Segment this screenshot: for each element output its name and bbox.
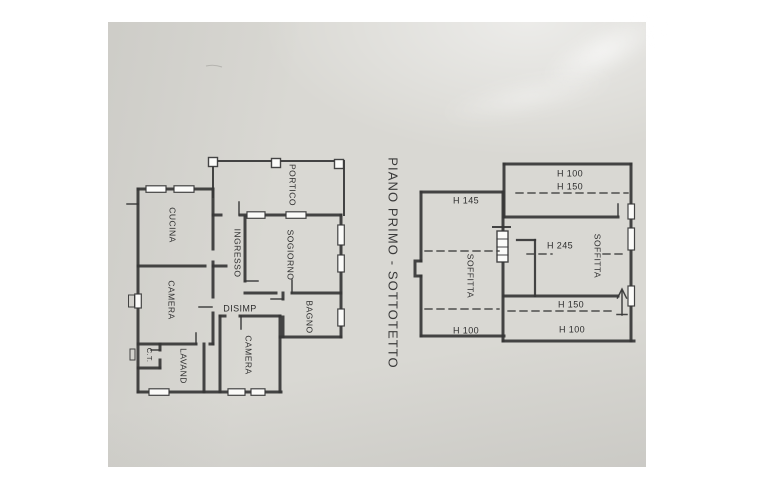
piano-primo-windows [134,185,345,396]
dim-label-h150-top: H 150 [556,181,584,192]
dim-label-h245: H 245 [546,240,574,251]
sottotetto-walls [413,162,636,343]
portico-pillars [207,156,345,170]
sottotetto-plan [413,162,636,343]
room-label-lavand: LAVAND [178,348,189,384]
piano-primo-plan [126,156,345,396]
portico-walls [212,160,345,216]
room-label-cucina: CUCINA [167,207,178,243]
sottotetto-windows [627,203,636,307]
dim-label-h100-bottom-right: H 100 [558,324,586,335]
paper-scratch [205,64,223,68]
room-label-portico: PORTICO [287,163,298,207]
dim-label-h100-top: H 100 [556,168,584,179]
stair-arrow [616,287,628,316]
plan-title: PIANO PRIMO - SOTTOTETTO [385,157,401,369]
room-label-camera-1: CAMERA [166,280,177,320]
room-label-soffitta-right: SOFFITTA [592,233,603,279]
room-label-sogiorno: SOGIORNO [285,229,296,281]
stair-opening-wall [515,238,537,298]
piano-primo-exterior-sills [128,294,136,361]
room-label-ingresso: INGRESSO [232,228,243,278]
piano-primo-door-ticks [126,201,293,351]
dim-label-h100-bottom-left: H 100 [452,325,480,336]
room-label-soffitta-left: SOFFITTA [465,253,476,299]
height-dashed-lines [424,192,629,312]
dim-label-h145: H 145 [452,195,480,206]
room-label-bagno: BAGNO [304,300,315,334]
room-label-camera-2: CAMERA [243,335,254,375]
room-label-disimp: DISIMP [223,303,257,314]
dim-label-h150-bottom: H 150 [557,299,585,310]
room-label-ct: C.T. [144,347,154,363]
chimney-flue [492,226,511,263]
